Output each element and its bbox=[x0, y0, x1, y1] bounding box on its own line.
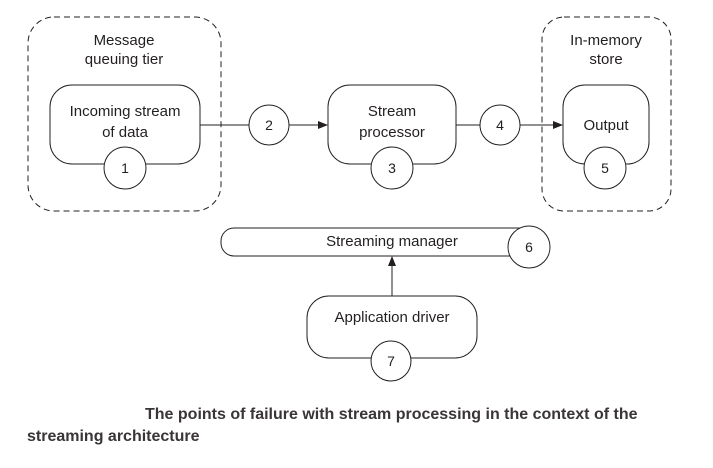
streaming-manager-label: Streaming manager bbox=[326, 233, 458, 250]
failure-point-2: 2 bbox=[248, 104, 290, 146]
failure-point-7-number: 7 bbox=[387, 353, 395, 369]
failure-point-2-number: 2 bbox=[265, 117, 273, 133]
message-queuing-tier-label-line2: queuing tier bbox=[85, 51, 163, 68]
failure-point-3: 3 bbox=[370, 146, 414, 190]
figure-caption: The points of failure with stream proces… bbox=[27, 406, 638, 445]
architecture-diagram: Message queuing tier Incoming stream of … bbox=[27, 16, 672, 382]
failure-point-7: 7 bbox=[370, 340, 412, 382]
stream-processor-label-line1: Stream bbox=[368, 103, 416, 120]
streaming-manager-bar: Streaming manager bbox=[220, 227, 532, 257]
failure-point-5: 5 bbox=[583, 146, 627, 190]
in-memory-store-label-line1: In-memory bbox=[570, 32, 642, 49]
failure-point-1: 1 bbox=[103, 146, 147, 190]
failure-point-1-number: 1 bbox=[121, 160, 129, 176]
stream-processor-label-line2: processor bbox=[359, 124, 425, 141]
failure-point-6: 6 bbox=[507, 225, 551, 269]
message-queuing-tier: Message queuing tier bbox=[27, 16, 222, 212]
failure-point-5-number: 5 bbox=[601, 160, 609, 176]
incoming-stream-box: Incoming stream of data bbox=[49, 84, 201, 165]
message-queuing-tier-label-line1: Message bbox=[94, 32, 155, 49]
failure-point-6-number: 6 bbox=[525, 239, 533, 255]
incoming-stream-label-line2: of data bbox=[102, 124, 149, 141]
output-label: Output bbox=[583, 117, 629, 134]
failure-point-4-number: 4 bbox=[496, 117, 504, 133]
application-driver-label: Application driver bbox=[334, 309, 449, 326]
incoming-stream-label-line1: Incoming stream bbox=[70, 103, 181, 120]
failure-point-4: 4 bbox=[479, 104, 521, 146]
in-memory-store-label-line2: store bbox=[589, 51, 622, 68]
stream-processor-box: Stream processor bbox=[327, 84, 457, 165]
in-memory-store-tier: In-memory store bbox=[541, 16, 672, 212]
application-driver-box: Application driver bbox=[306, 295, 478, 359]
failure-point-3-number: 3 bbox=[388, 160, 396, 176]
